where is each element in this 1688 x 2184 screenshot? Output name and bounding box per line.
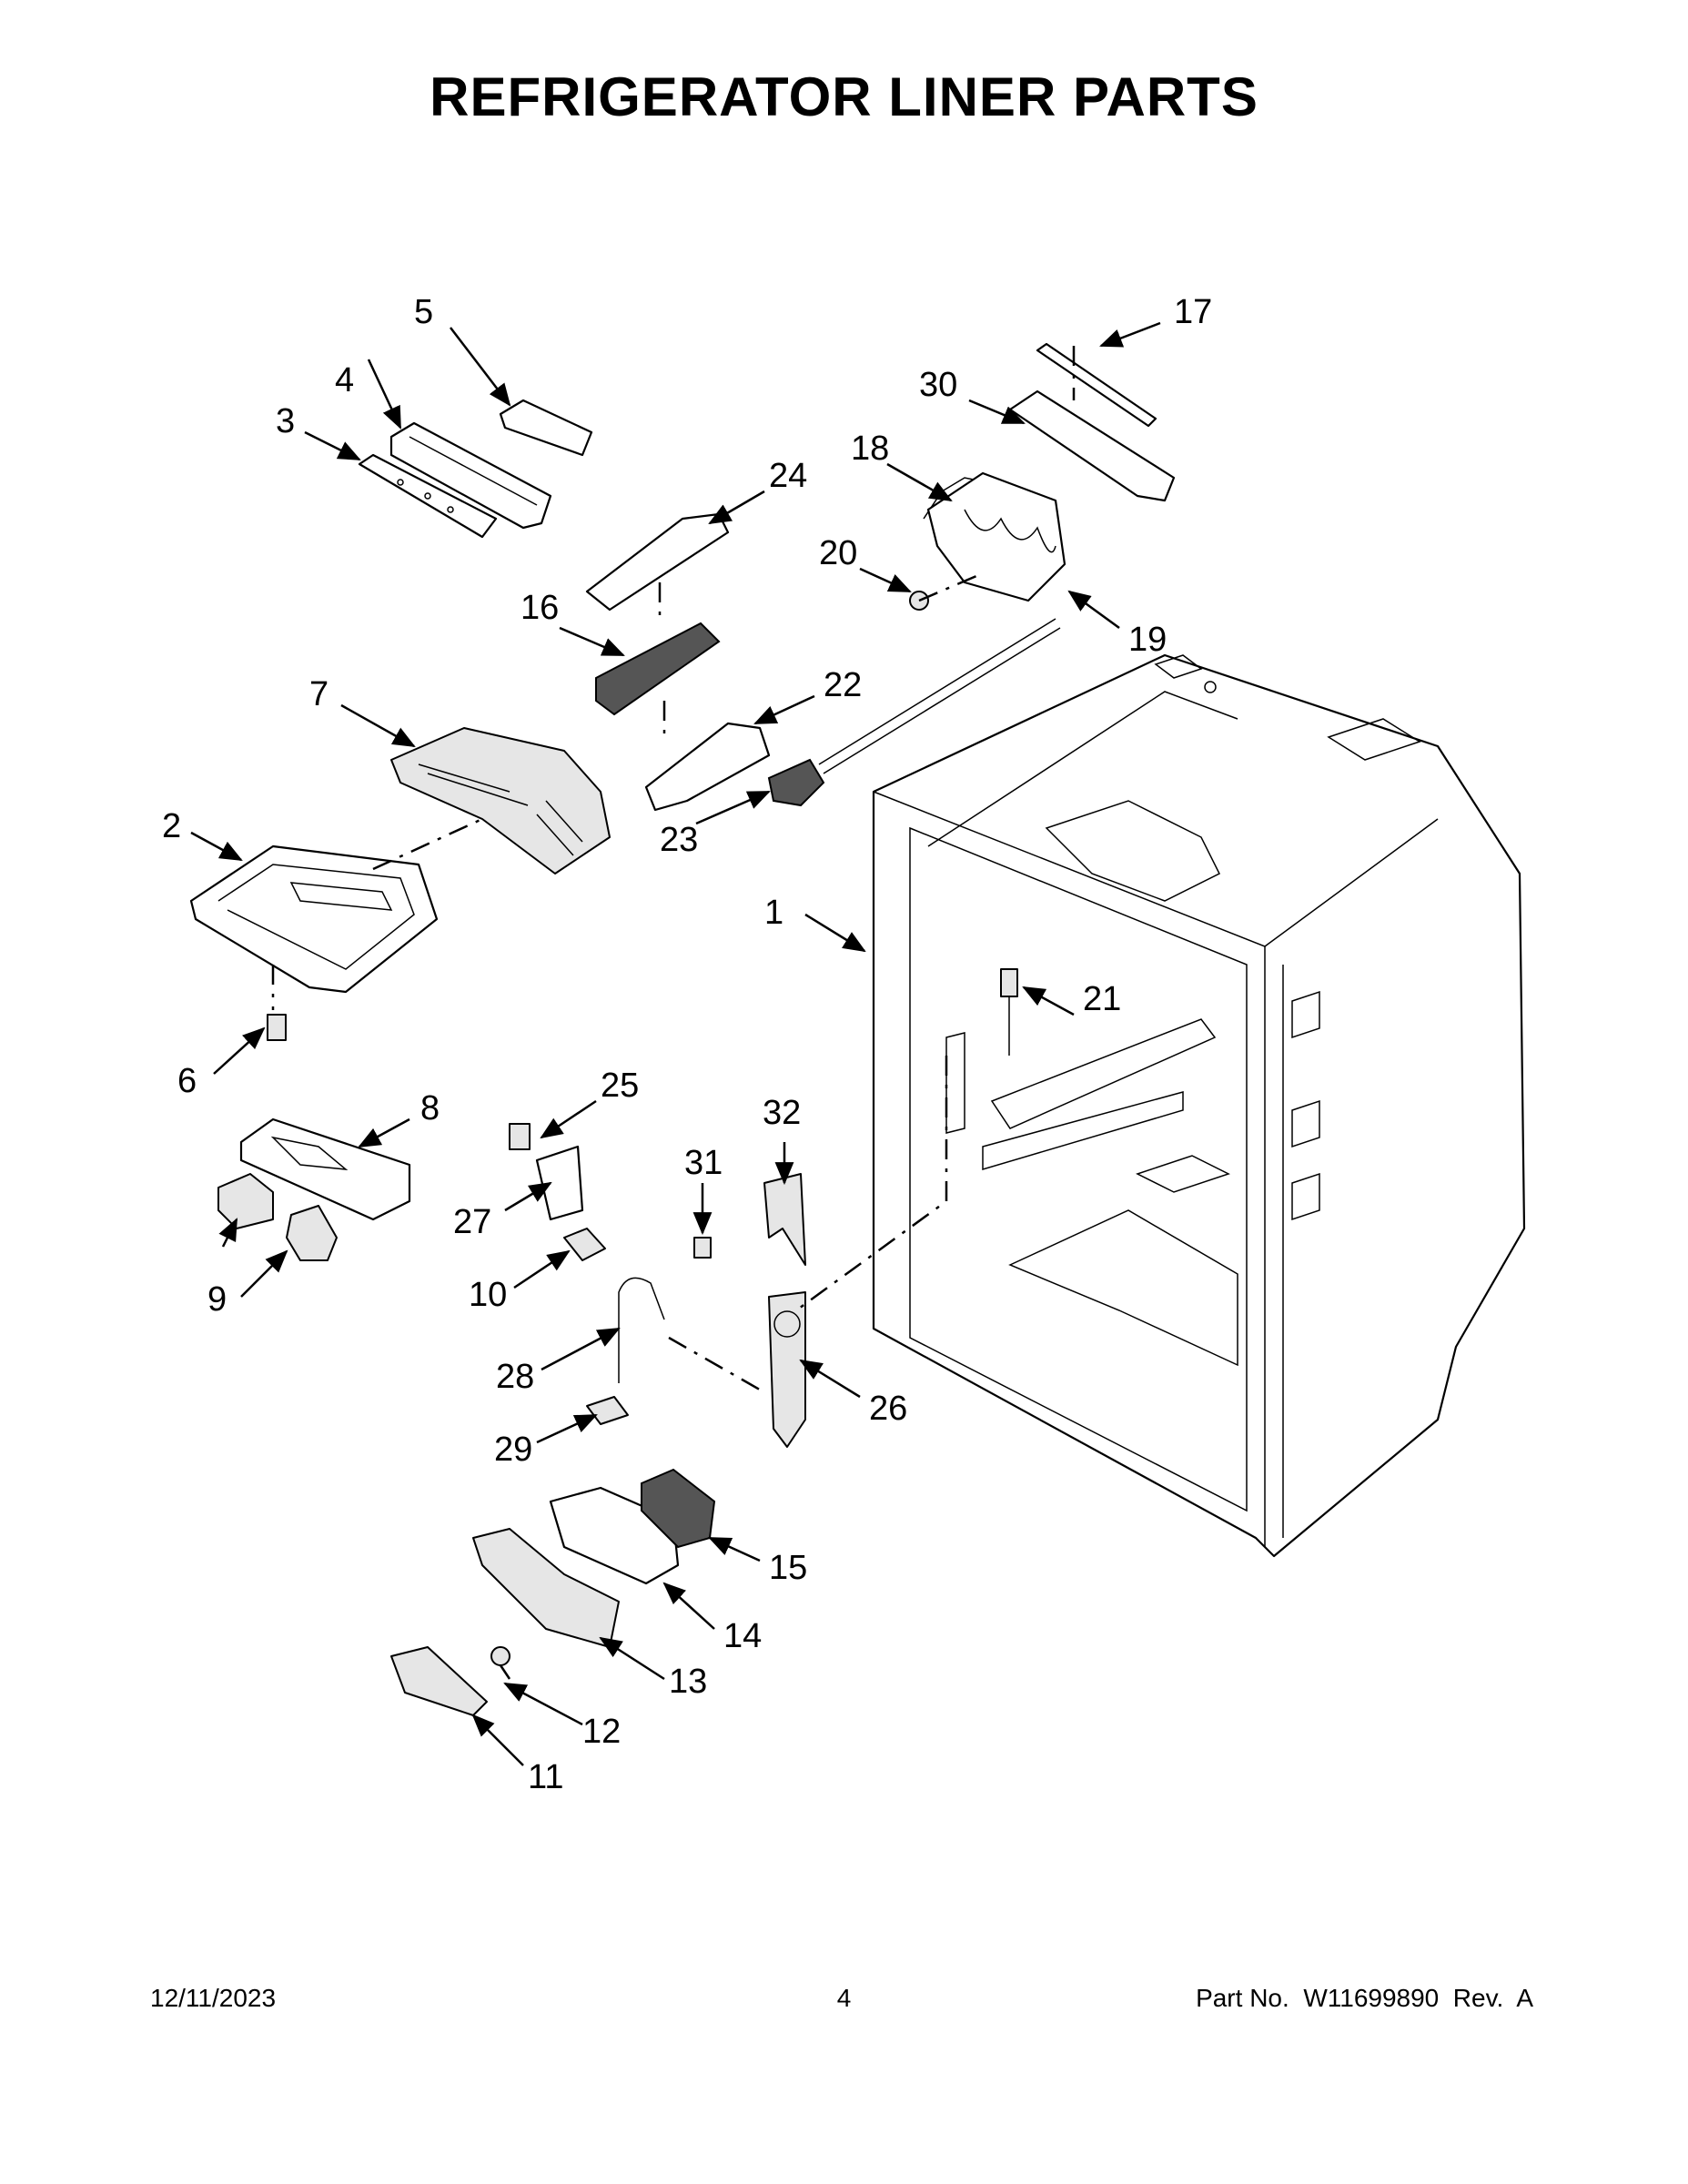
callout-17: 17 xyxy=(1174,293,1212,331)
part-29-clip xyxy=(586,1396,629,1425)
callout-21: 21 xyxy=(1083,980,1121,1018)
callout-labels: 1 2 3 4 5 6 7 8 9 9 10 11 12 13 14 15 16… xyxy=(162,293,1212,1796)
footer-date: 12/11/2023 xyxy=(150,1984,277,2012)
part-27-bracket xyxy=(535,1145,584,1221)
part-17-rod xyxy=(1036,342,1157,428)
callout-14: 14 xyxy=(723,1617,762,1655)
part-1-liner xyxy=(872,653,1526,1558)
callout-27: 27 xyxy=(453,1203,491,1241)
callout-11: 11 xyxy=(528,1758,563,1796)
callout-8: 8 xyxy=(420,1089,440,1127)
footer-part-number: Part No. W11699890 Rev. A xyxy=(1196,1984,1533,2012)
part-3-trim xyxy=(358,453,498,539)
callout-24: 24 xyxy=(769,457,807,495)
callout-9a: 9 xyxy=(207,1280,227,1319)
part-23-valve xyxy=(767,618,1061,807)
part-21-sensor xyxy=(1000,968,1018,1056)
callout-1: 1 xyxy=(764,894,783,932)
callout-19: 19 xyxy=(1128,621,1167,659)
part-24-cover xyxy=(585,512,730,612)
part-2-cover xyxy=(189,844,439,994)
part-9-damper-b xyxy=(286,1205,338,1261)
callout-25: 25 xyxy=(601,1067,639,1105)
part-9-damper-a xyxy=(217,1173,274,1229)
callout-31: 31 xyxy=(684,1144,723,1182)
callout-32: 32 xyxy=(763,1094,801,1132)
callout-20: 20 xyxy=(819,534,857,572)
callout-6: 6 xyxy=(177,1062,197,1100)
part-12-screw xyxy=(490,1646,511,1680)
part-26-nozzle xyxy=(768,1291,806,1448)
part-31-clip xyxy=(693,1237,712,1259)
callout-4: 4 xyxy=(335,361,354,399)
part-11-grille xyxy=(390,1646,488,1716)
part-32-seal xyxy=(763,1173,806,1266)
callout-7: 7 xyxy=(309,675,329,713)
callout-13: 13 xyxy=(669,1663,707,1701)
part-8-housing xyxy=(239,1117,411,1221)
callout-22: 22 xyxy=(824,666,862,704)
callout-2: 2 xyxy=(162,807,181,845)
part-7-duct xyxy=(390,727,611,875)
callout-3: 3 xyxy=(276,402,295,440)
callout-10: 10 xyxy=(469,1276,507,1314)
part-4-housing xyxy=(389,421,552,530)
page-title: REFRIGERATOR LINER PARTS xyxy=(430,66,1258,127)
part-16-filter xyxy=(595,622,721,716)
part-22-cap xyxy=(644,722,771,812)
callout-16: 16 xyxy=(521,589,559,627)
assembly-lines xyxy=(271,346,1076,1394)
callout-30: 30 xyxy=(919,366,957,404)
callout-18: 18 xyxy=(851,430,889,468)
callout-15: 15 xyxy=(769,1549,807,1587)
callout-12: 12 xyxy=(582,1713,621,1751)
part-5-bracket xyxy=(499,399,593,457)
part-30-bracket xyxy=(1008,389,1176,502)
footer-page-number: 4 xyxy=(836,1984,852,2012)
callout-26: 26 xyxy=(869,1390,907,1428)
leader-arrows xyxy=(190,321,1161,1766)
part-19-heater xyxy=(926,471,1066,602)
part-25-switch xyxy=(509,1123,531,1150)
part-28-tube xyxy=(618,1277,665,1383)
callout-29: 29 xyxy=(494,1431,532,1469)
part-13-cover xyxy=(472,1528,620,1648)
callout-23: 23 xyxy=(660,821,698,859)
part-6-switch xyxy=(267,1014,287,1041)
callout-28: 28 xyxy=(496,1358,534,1396)
part-10-clip xyxy=(563,1228,606,1261)
callout-5: 5 xyxy=(414,293,433,331)
